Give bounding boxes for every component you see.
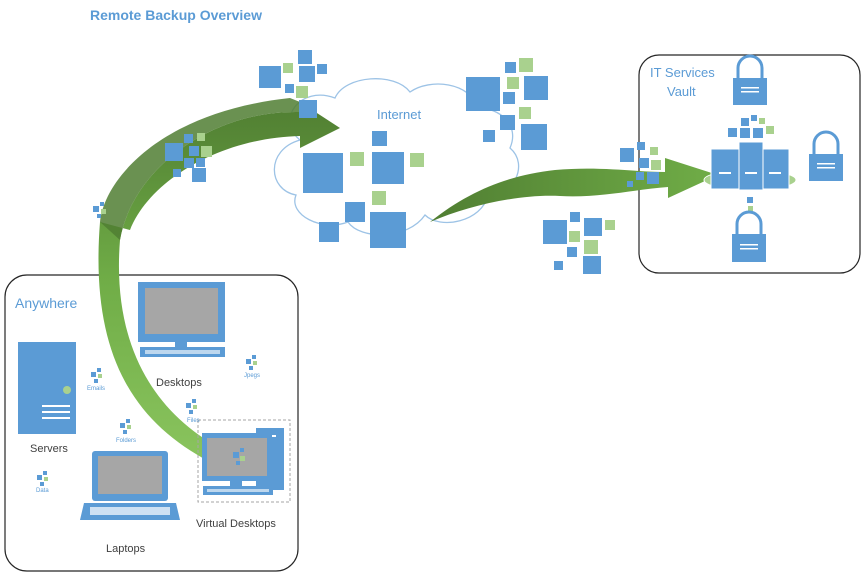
vault-label-line1: IT Services xyxy=(650,65,715,80)
lock-icon xyxy=(732,210,766,262)
virtual-desktop-icon xyxy=(197,419,291,503)
laptops-label: Laptops xyxy=(106,543,146,555)
virtual-desktops-label: Virtual Desktops xyxy=(196,518,276,530)
lock-icon xyxy=(809,130,843,181)
laptop-icon xyxy=(80,451,180,520)
transfer-arrow xyxy=(430,158,718,222)
emails-icon xyxy=(91,368,102,383)
anywhere-box xyxy=(4,274,299,572)
desktops-label: Desktops xyxy=(156,377,202,389)
data-glyph-arc xyxy=(93,202,106,218)
folders-label: Folders xyxy=(116,438,136,444)
vault-label-line2: Vault xyxy=(667,84,696,99)
lock-icon xyxy=(733,54,767,105)
emails-label: Emails xyxy=(87,386,105,392)
upload-arc-arrow xyxy=(98,98,341,462)
jpegs-label: Jpegs xyxy=(244,373,260,379)
folders-icon xyxy=(120,419,131,434)
servers-label: Servers xyxy=(30,443,68,455)
data-icon xyxy=(37,471,48,486)
diagram-title: Remote Backup Overview xyxy=(90,7,262,23)
jpegs-icon xyxy=(246,355,257,370)
files-icon xyxy=(186,399,197,414)
data-blocks-cloud xyxy=(165,50,661,274)
anywhere-label: Anywhere xyxy=(15,295,77,311)
data-label: Data xyxy=(36,488,49,494)
desktop-icon xyxy=(138,282,225,357)
server-icon xyxy=(18,342,76,434)
internet-label: Internet xyxy=(377,107,421,122)
vault-platform xyxy=(703,115,797,211)
files-label: Files xyxy=(187,418,200,424)
